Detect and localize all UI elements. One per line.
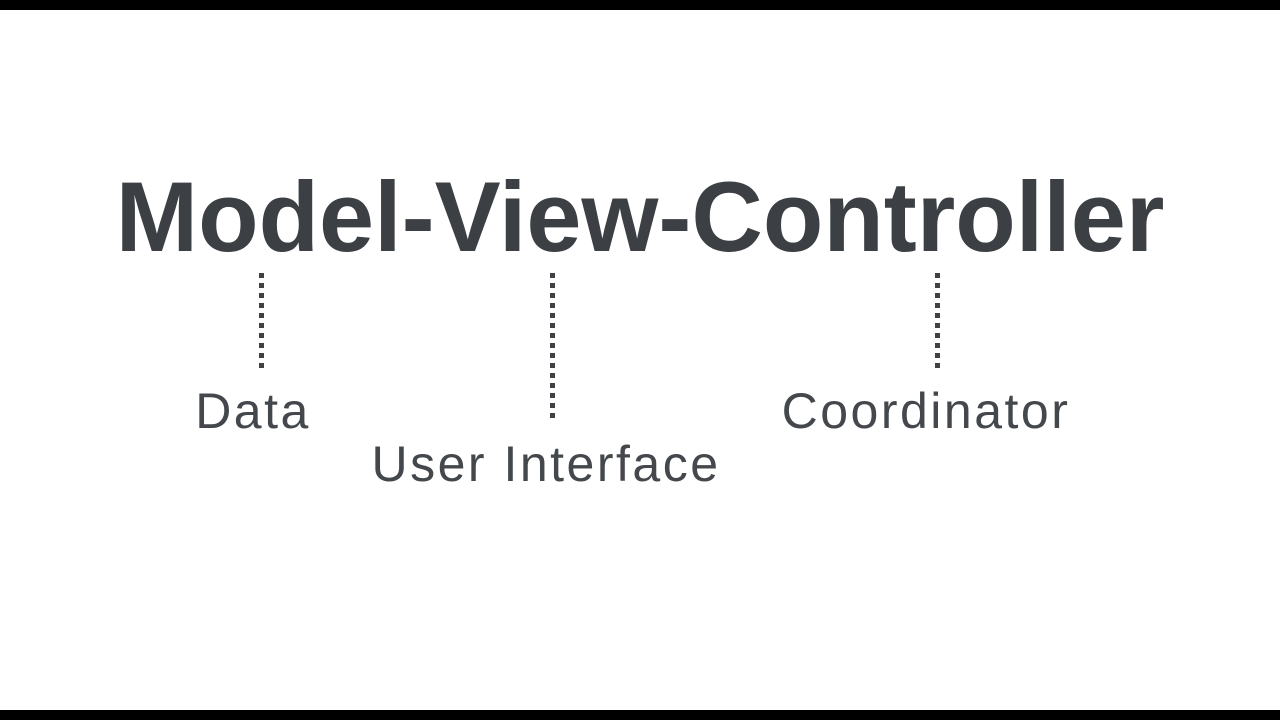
controller-annotation-label: Coordinator: [781, 383, 1071, 439]
letterbox-top-bar: [0, 0, 1280, 10]
slide-title: Model-View-Controller: [115, 161, 1165, 272]
model-annotation-label: Data: [195, 383, 311, 439]
controller-connector-dotted-line: [935, 273, 940, 371]
model-connector-dotted-line: [259, 273, 264, 371]
view-connector-dotted-line: [550, 273, 555, 420]
letterbox-bottom-bar: [0, 710, 1280, 720]
view-annotation-label: User Interface: [371, 436, 721, 492]
